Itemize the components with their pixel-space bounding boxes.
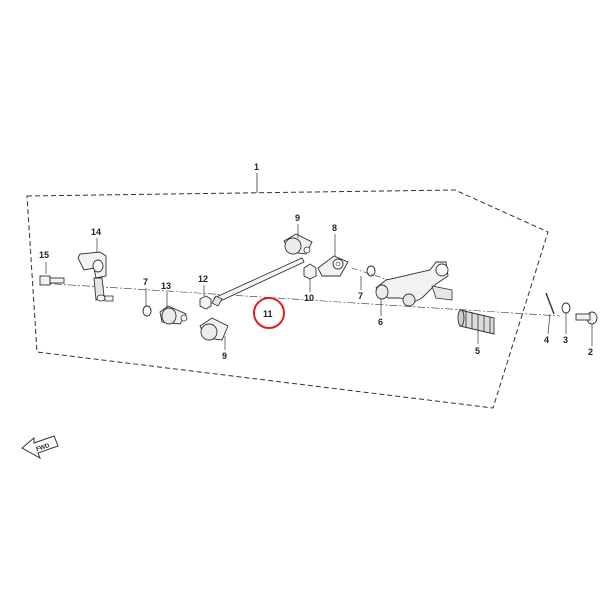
callout-7-right: 7 bbox=[358, 291, 363, 301]
part-8-rod-end bbox=[317, 255, 349, 277]
callout-1: 1 bbox=[254, 162, 259, 172]
part-12-nut bbox=[199, 295, 212, 310]
callout-13: 13 bbox=[161, 281, 171, 291]
callout-4: 4 bbox=[544, 335, 549, 345]
callout-14: 14 bbox=[91, 227, 101, 237]
callout-6: 6 bbox=[378, 317, 383, 327]
part-3-washer bbox=[561, 302, 571, 314]
callout-3: 3 bbox=[563, 335, 568, 345]
part-15-bolt bbox=[39, 275, 65, 286]
callout-10: 10 bbox=[304, 293, 314, 303]
part-4-circlip bbox=[545, 292, 555, 315]
part-14-shift-arm bbox=[77, 251, 114, 302]
part-5-peg-rubber bbox=[457, 309, 495, 335]
callout-9-upper: 9 bbox=[295, 213, 300, 223]
fwd-label: FWD bbox=[36, 443, 51, 453]
callout-2: 2 bbox=[588, 347, 593, 357]
part-2-bolt bbox=[575, 311, 598, 325]
callout-8: 8 bbox=[332, 223, 337, 233]
assembly-boundary bbox=[26, 189, 549, 409]
part-13-ball-joint bbox=[159, 305, 188, 325]
callout-9-lower: 9 bbox=[222, 351, 227, 361]
leader-lines bbox=[45, 224, 593, 350]
part-9-ball-joint-upper bbox=[283, 233, 313, 255]
part-11-shift-rod bbox=[211, 257, 305, 307]
part-9-ball-joint-lower bbox=[199, 317, 229, 341]
fwd-arrow-icon: FWD bbox=[21, 435, 59, 460]
part-10-nut bbox=[303, 263, 317, 280]
callout-15: 15 bbox=[39, 250, 49, 260]
part-6-shift-lever bbox=[375, 261, 453, 307]
callout-11: 11 bbox=[263, 309, 273, 319]
part-7-o-ring-right bbox=[366, 265, 376, 277]
callout-7-left: 7 bbox=[143, 277, 148, 287]
callout-5: 5 bbox=[475, 346, 480, 356]
callout-12: 12 bbox=[198, 274, 208, 284]
callout-11-highlight-ring bbox=[253, 297, 285, 329]
part-7-o-ring-left bbox=[142, 305, 152, 317]
assembly-axis bbox=[39, 282, 561, 317]
